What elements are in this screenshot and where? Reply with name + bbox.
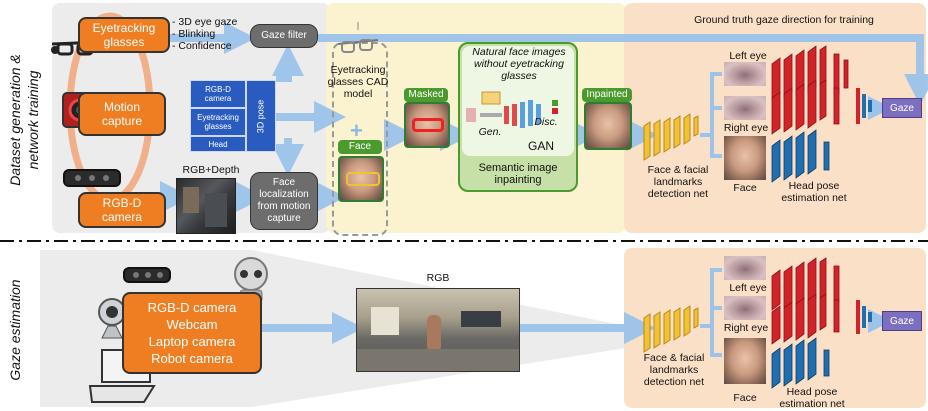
top-landmarks-label: Face & facial landmarks detection net xyxy=(647,164,709,200)
camera-item-robot: Robot camera xyxy=(151,351,233,366)
top-face-crop-label: Face xyxy=(733,182,757,194)
bottom-left-eye-label: Left eye xyxy=(729,282,767,294)
ground-truth-label: Ground truth gaze direction for training xyxy=(694,14,874,26)
bottom-cameras-box: RGB-D camera Webcam Laptop camera Robot … xyxy=(122,292,262,374)
semantic-inpainting-label: Semantic image inpainting xyxy=(478,162,558,186)
face-label: Face xyxy=(338,140,382,154)
gen-label: Gen. xyxy=(478,126,502,138)
gan-network-icon xyxy=(466,91,558,128)
gaze-filter-box: Gaze filter xyxy=(250,24,318,48)
rgb-scene-image xyxy=(356,288,520,372)
mocap-item-glasses: Eyetracking glasses xyxy=(190,108,246,136)
top-left-eye-image xyxy=(724,62,766,86)
face-localization-box: Face localization from motion capture xyxy=(250,172,318,230)
masked-image xyxy=(404,102,450,148)
gan-label: GAN xyxy=(527,139,554,153)
rgbd-camera-icon xyxy=(63,169,121,187)
bottom-left-eye-image xyxy=(724,256,766,280)
camera-item-laptop: Laptop camera xyxy=(148,334,236,349)
inpainted-label: Inpainted xyxy=(582,88,632,102)
eyetracking-output-1: - 3D eye gaze xyxy=(172,16,238,28)
top-head-pose-label: Head pose estimation net xyxy=(781,180,847,204)
rgb-depth-image xyxy=(176,178,236,234)
bottom-right-eye-image xyxy=(724,296,766,320)
mocap-item-rgbd: RGB-D camera xyxy=(190,80,246,108)
bottom-face-crop-image xyxy=(724,338,766,384)
top-gaze-box: Gaze xyxy=(882,98,922,118)
bottom-landmark-net xyxy=(643,305,699,353)
natural-faces-text: Natural face images without eyetracking … xyxy=(472,46,566,82)
pose-3d-label: 3D pose xyxy=(255,99,266,133)
bottom-head-pose-label: Head pose estimation net xyxy=(779,386,845,410)
top-right-eye-label: Right eye xyxy=(723,122,769,134)
cad-model-label: Eyetracking glasses CAD model xyxy=(327,64,389,100)
plus-icon: + xyxy=(350,118,363,143)
disc-label: Disc. xyxy=(534,116,558,128)
branch-bot-left xyxy=(700,268,722,328)
eyetracking-output-3: - Confidence xyxy=(172,40,232,52)
camera-item-webcam: Webcam xyxy=(166,317,218,332)
branch-bot-face xyxy=(710,326,722,357)
bottom-eye-nets xyxy=(771,257,872,389)
masked-label: Masked xyxy=(404,88,448,102)
bottom-gaze-box: Gaze xyxy=(882,311,922,331)
bottom-side-label: Gaze estimation xyxy=(7,279,23,381)
top-right-eye-image xyxy=(724,96,766,120)
top-side-label-2: network training xyxy=(25,70,41,170)
top-eye-nets xyxy=(771,45,872,183)
rgbd-camera-box: RGB-D camera xyxy=(78,192,166,228)
top-side-label-1: Dataset generation & xyxy=(7,54,23,186)
top-face-crop-image xyxy=(724,136,766,180)
bottom-rgbd-camera-icon xyxy=(123,267,171,283)
mocap-item-head: Head xyxy=(190,136,246,152)
branch-top-face xyxy=(710,135,722,158)
camera-item-rgbd: RGB-D camera xyxy=(147,300,237,315)
branch-top-right xyxy=(710,106,722,135)
bottom-right-eye-label: Right eye xyxy=(723,322,769,334)
cad-glasses-icon xyxy=(337,22,379,53)
top-landmark-net xyxy=(643,113,699,161)
arrow-pose-to-filter xyxy=(272,44,304,82)
branch-top-left xyxy=(700,72,722,137)
pose-3d-bar: 3D pose xyxy=(246,80,276,152)
bottom-face-crop-label: Face xyxy=(733,392,757,404)
rgb-depth-label: RGB+Depth xyxy=(182,164,240,176)
arrow-filter-to-groundtruth xyxy=(318,34,928,106)
face-image xyxy=(338,156,384,202)
branch-bot-right xyxy=(710,306,722,326)
top-left-eye-label: Left eye xyxy=(729,50,767,62)
inpainted-image xyxy=(584,102,632,150)
rgb-label: RGB xyxy=(426,272,450,284)
motion-capture-box: Motion capture xyxy=(78,92,166,136)
eyetracking-glasses-box: Eyetracking glasses xyxy=(78,17,170,53)
eyetracking-output-2: - Blinking xyxy=(172,28,216,40)
bottom-landmarks-label: Face & facial landmarks detection net xyxy=(643,352,705,388)
